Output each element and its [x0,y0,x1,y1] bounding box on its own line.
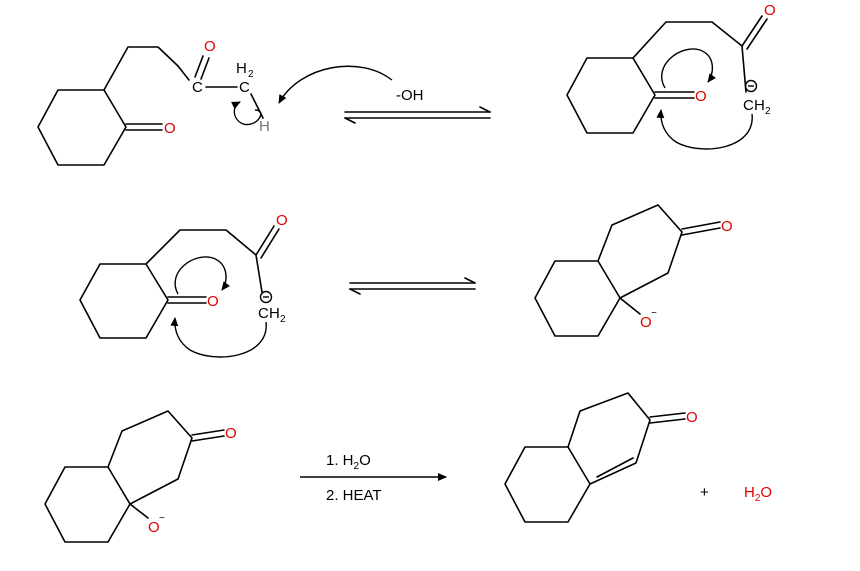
product-ketone-oxygen: O [686,409,698,426]
svg-text:H: H [754,97,765,114]
equilibrium-arrow-2 [349,277,476,295]
svg-text:2: 2 [765,106,771,117]
carbanion-charge-2 [259,290,273,304]
water-product: H2O [744,484,772,504]
carbonyl-carbon: C [192,79,203,96]
alkoxide-ketone-oxygen: O [721,218,733,235]
reagent-step-1: 1. H2O [326,452,371,472]
carbanion-charge [744,79,758,93]
equilibrium-arrow-1 [344,106,491,124]
enolate-intermediate-2: O O C H 2 [79,212,288,358]
svg-text:H: H [269,305,280,322]
product-cc-double-bond [596,457,634,478]
enolate-intermediate-1: O O C H 2 [566,2,776,150]
reagent-step-2: 2. HEAT [326,487,382,504]
starting-diketone: O C O C H 2 H [37,38,270,166]
ring-carbonyl-oxygen: O [164,120,176,137]
alpha-h2-label: H [236,60,247,77]
plus-sign: + [700,484,709,501]
enolate-ring [566,57,656,134]
enolate-ring-2 [79,263,169,339]
alkoxide-right-ring [597,204,683,299]
svg-text:2: 2 [280,314,286,325]
alkoxide-left-ring [534,260,621,337]
acidic-hydrogen: H [259,118,270,135]
enolate-chain [632,21,747,93]
side-chain [103,46,179,91]
alkoxide-oxygen-2: O [148,519,160,536]
ketone-double-bond [194,55,204,78]
hydroxide-attack-arrow [278,65,393,104]
enolate-ketone-oxygen-2: O [276,212,288,229]
electron-push-arrow [661,48,716,89]
bicyclic-alkoxide-2: O O − [44,410,237,543]
ketone-oxygen: O [204,38,216,55]
alkoxide-right-ring-2 [107,410,193,505]
alpha-carbon: C [239,79,250,96]
enone-product: O [504,392,698,523]
hydroxide-label: -OH [396,87,424,104]
enolate-ring-oxygen: O [695,88,707,105]
enolate-ring-oxygen-2: O [207,293,219,310]
carbanion-ch2: C [743,97,754,114]
nucleophilic-attack-arrow [656,109,753,150]
alkoxide-minus: − [651,308,657,319]
bicyclic-alkoxide-1: O O − [534,204,733,337]
alkoxide-minus-2: − [159,513,165,524]
alkoxide-ketone-oxygen-2: O [225,425,237,442]
alkoxide-left-ring-2 [44,466,131,543]
carbanion-ch2-2: C [258,305,269,322]
electron-push-arrow-2 [174,256,230,295]
deprotonation-curved-arrow [231,101,262,126]
product-left-ring [504,446,591,523]
nucleophilic-attack-arrow-2 [170,317,267,358]
product-right-ring [567,392,651,485]
enolate-ketone-oxygen: O [764,2,776,19]
alkoxide-oxygen: O [640,314,652,331]
svg-text:2: 2 [248,69,254,80]
enolate-chain-2 [145,229,263,293]
cyclohexanone-ring [37,89,127,166]
